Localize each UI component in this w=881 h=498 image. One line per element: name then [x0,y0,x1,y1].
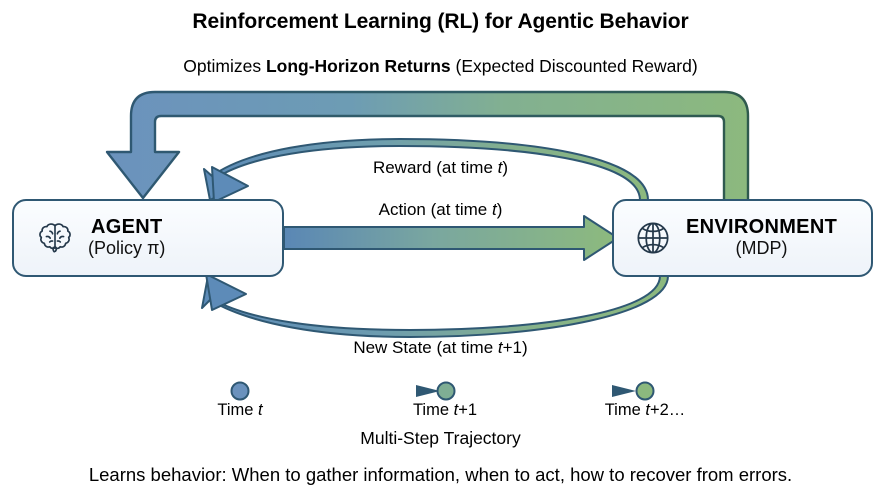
subtitle-emphasis: Long-Horizon Returns [265,56,451,76]
environment-node[interactable]: ENVIRONMENT (MDP) [612,199,873,277]
subtitle-pre: Optimizes [183,56,266,76]
timeline-label-2: Time t+2… [580,401,710,420]
brain-icon [32,215,78,261]
tl1-post: +1 [458,401,478,419]
new-state-arrow [201,273,669,338]
action-label-var: t [491,200,497,219]
trajectory-caption: Multi-Step Trajectory [360,428,521,448]
tl2-var: t [645,401,650,419]
reward-arrow-label: Reward (at time t) [0,158,881,178]
tl2-pre: Time [604,401,646,419]
globe-icon [630,215,676,261]
agent-node[interactable]: AGENT (Policy π) [12,199,284,277]
action-label-post: ) [496,200,503,219]
reward-label-var: t [497,158,503,177]
new-state-label-var: t [497,338,503,357]
agent-subtitle: (Policy π) [88,238,166,259]
subtitle-post: (Expected Discounted Reward) [450,56,698,76]
action-arrow-label: Action (at time t) [0,200,881,220]
environment-title: ENVIRONMENT [686,216,838,239]
reward-arrow [203,138,649,203]
reward-label-post: ) [502,158,509,177]
agent-label-group: AGENT (Policy π) [88,217,165,258]
new-state-label-post: +1) [502,338,528,357]
page-title: Reinforcement Learning (RL) for Agentic … [192,10,689,33]
timeline-node [635,381,655,401]
timeline-label-1: Time t+1 [385,401,505,420]
new-state-label-pre: New State (at time [353,338,498,357]
tl0-var: t [258,401,263,419]
timeline-label-0: Time t [180,401,300,420]
tl1-pre: Time [412,401,454,419]
tl2-post: +2… [649,401,686,419]
reward-label-pre: Reward (at time [372,158,498,177]
tl0-pre: Time [217,401,259,419]
timeline-node [436,381,456,401]
environment-subtitle: (MDP) [735,238,788,259]
long-horizon-returns-arrow [105,90,750,207]
page-subtitle: Optimizes Long-Horizon Returns (Expected… [0,56,881,77]
tl1-var: t [453,401,459,419]
footer-note: Learns behavior: When to gather informat… [88,464,793,485]
trajectory-timeline [230,381,655,401]
environment-label-group: ENVIRONMENT (MDP) [686,217,837,258]
agent-title: AGENT [90,216,163,239]
action-arrow [283,215,619,261]
timeline-node [230,381,250,401]
action-label-pre: Action (at time [378,200,492,219]
new-state-arrow-label: New State (at time t+1) [0,338,881,358]
